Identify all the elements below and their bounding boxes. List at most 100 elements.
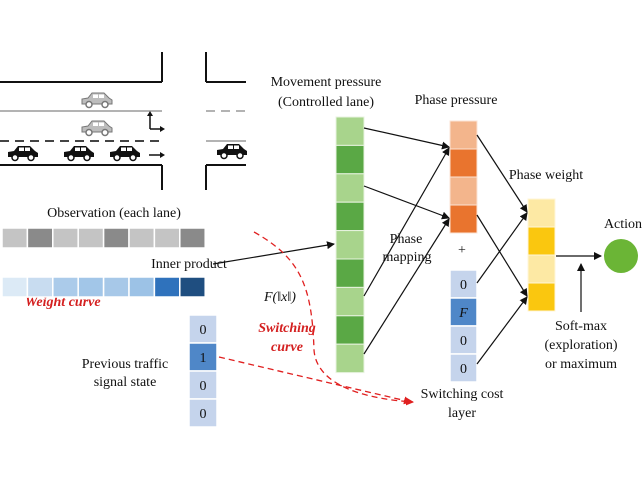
plus-sign: + <box>458 243 466 258</box>
observation-cell <box>1 227 29 249</box>
weight-curve-cell <box>52 276 79 298</box>
movement-cell <box>335 258 365 288</box>
switching-cost-cell <box>449 297 478 327</box>
weight-arrow <box>476 296 528 365</box>
weight-curve-cell <box>153 276 181 298</box>
previous-state-cell <box>188 342 218 372</box>
signal-state-label: signal state <box>94 375 157 390</box>
softmax-label: Soft-max <box>555 319 607 334</box>
movement-cell <box>335 201 365 232</box>
left-turn-arrow-icon <box>147 111 165 132</box>
phase-weight-cell <box>527 226 556 256</box>
switching-cost-cell-value: 0 <box>460 362 467 377</box>
phase-weight-cell <box>527 254 556 284</box>
car-icon <box>81 92 113 109</box>
phase-pressure-cell <box>449 120 478 150</box>
observation-row <box>1 227 206 249</box>
switching-cost-cell-value: 0 <box>460 278 467 293</box>
movement-cell <box>335 315 365 345</box>
previous-state-cell <box>188 398 218 428</box>
phase-mapping-label: Phase <box>390 232 423 247</box>
weight-arrow <box>476 134 528 213</box>
weight-curve-cell <box>26 276 54 298</box>
car-icon <box>217 144 247 160</box>
switching-cost-cell-value: F <box>458 306 468 321</box>
softmax-exploration-label: (exploration) <box>544 338 617 353</box>
mapping-arrow <box>363 147 450 297</box>
phase-pressure-cell <box>449 204 478 234</box>
car-icon <box>110 146 140 162</box>
observation-cell <box>52 227 79 249</box>
movement-pressure-column <box>335 116 365 374</box>
weight-arrow <box>476 212 528 284</box>
movement-cell <box>335 230 365 260</box>
movement-cell <box>335 144 365 175</box>
switching-cost-label: Switching cost <box>421 387 504 402</box>
phase-pressure-cell <box>449 148 478 178</box>
inner-product-label: Inner product <box>151 257 227 272</box>
flow-arrows <box>212 127 602 406</box>
observation-label: Observation (each lane) <box>47 206 181 221</box>
intersection-illustration <box>0 52 247 190</box>
phase-pressure-label: Phase pressure <box>415 93 498 108</box>
movement-cell <box>335 116 365 146</box>
previous-state-cell-value: 0 <box>200 379 207 394</box>
previous-state-arrow <box>218 356 412 405</box>
softmax-maximum-label: or maximum <box>545 357 617 372</box>
phase-weight-column <box>527 198 556 312</box>
switching-cost-cell <box>449 325 478 355</box>
previous-state-cell-value: 0 <box>200 323 207 338</box>
movement-cell <box>335 286 365 317</box>
previous-state-column: 0 1 0 0 <box>188 314 218 428</box>
straight-arrow-icon <box>149 152 165 158</box>
action-label: Action <box>604 217 642 232</box>
switching-cost-cell <box>449 353 478 383</box>
observation-cell <box>26 227 54 249</box>
switching-cost-layer-label: layer <box>448 406 476 421</box>
movement-pressure-label: Movement pressure <box>271 75 382 90</box>
observation-cell <box>77 227 105 249</box>
observation-cell <box>102 227 130 249</box>
previous-state-cell-value: 0 <box>200 407 207 422</box>
switching-cost-cell-value: 0 <box>460 334 467 349</box>
movement-cell <box>335 173 365 203</box>
weight-curve-label: Weight curve <box>25 295 101 310</box>
switching-curve-path <box>253 231 414 406</box>
phase-weight-label: Phase weight <box>509 168 583 183</box>
action-node <box>604 239 638 273</box>
phase-weight-cell <box>527 198 556 228</box>
mapping-arrow <box>363 218 450 355</box>
car-icon <box>81 120 113 137</box>
previous-state-cell <box>188 314 218 344</box>
observation-cell <box>128 227 156 249</box>
switching-curve-label-2: curve <box>271 340 303 355</box>
mapping-arrow <box>363 185 450 220</box>
phase-weight-cell <box>527 282 556 312</box>
weight-arrow <box>476 214 528 297</box>
weight-curve-cell <box>179 276 206 298</box>
switching-cost-cell <box>449 269 478 299</box>
mapping-arrow <box>363 127 450 150</box>
phase-pressure-cell <box>449 176 478 206</box>
controlled-lane-label: (Controlled lane) <box>278 95 374 110</box>
phase-pressure-column <box>449 120 478 234</box>
car-icon <box>8 146 38 162</box>
weight-curve-cell <box>77 276 105 298</box>
f-norm-label: F(‖x‖) <box>263 290 296 305</box>
previous-state-cell-value: 1 <box>200 351 207 366</box>
observation-cell <box>153 227 181 249</box>
previous-state-cell <box>188 370 218 400</box>
weight-curve-row <box>1 276 206 298</box>
phase-mapping-label-2: mapping <box>383 250 432 265</box>
weight-curve-cell <box>102 276 130 298</box>
car-icon <box>64 146 94 162</box>
weight-curve-cell <box>1 276 29 298</box>
previous-state-label: Previous traffic <box>82 357 168 372</box>
switching-curve-label: Switching <box>258 321 316 336</box>
observation-cell <box>179 227 206 249</box>
inner-product-arrow <box>212 241 335 265</box>
weight-curve-cell <box>128 276 156 298</box>
movement-cell <box>335 343 365 374</box>
